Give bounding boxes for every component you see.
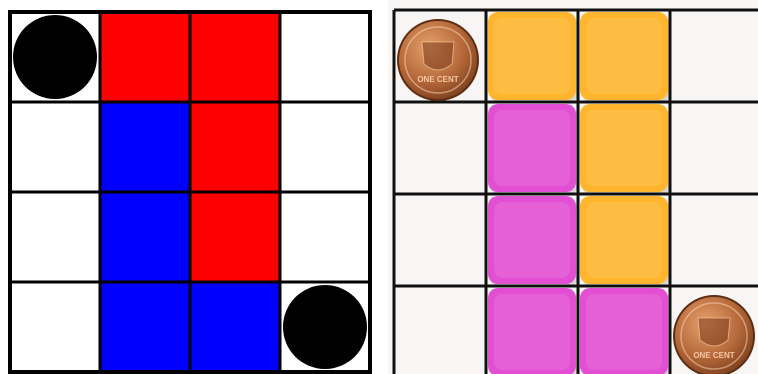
penny-bottom-right: ONE CENT xyxy=(674,296,754,374)
puzzle-diagram xyxy=(0,0,380,374)
black-coin-bottom-right xyxy=(283,285,367,369)
tile-highlight xyxy=(586,202,662,278)
red-piece-cell xyxy=(100,12,190,102)
black-coin-top-left xyxy=(13,15,97,99)
red-piece-cell xyxy=(190,102,280,192)
tile-highlight xyxy=(494,18,570,94)
tile-highlight xyxy=(586,110,662,186)
penny-label: ONE CENT xyxy=(693,351,734,360)
tile-highlight xyxy=(586,294,662,370)
tile-highlight xyxy=(494,202,570,278)
tile-highlight xyxy=(586,18,662,94)
penny-label: ONE CENT xyxy=(417,75,458,84)
puzzle-photo: ONE CENT ONE CENT xyxy=(388,0,758,374)
blue-piece-cell xyxy=(100,102,190,192)
blue-piece-cell xyxy=(100,282,190,372)
red-piece-cell xyxy=(190,12,280,102)
penny-top-left: ONE CENT xyxy=(398,20,478,100)
diagram-board xyxy=(0,0,380,374)
blue-piece-cell xyxy=(100,192,190,282)
blue-piece-cell xyxy=(190,282,280,372)
photo-board: ONE CENT ONE CENT xyxy=(388,0,758,374)
tile-highlight xyxy=(494,110,570,186)
tile-highlight xyxy=(494,294,570,370)
red-piece-cell xyxy=(190,192,280,282)
